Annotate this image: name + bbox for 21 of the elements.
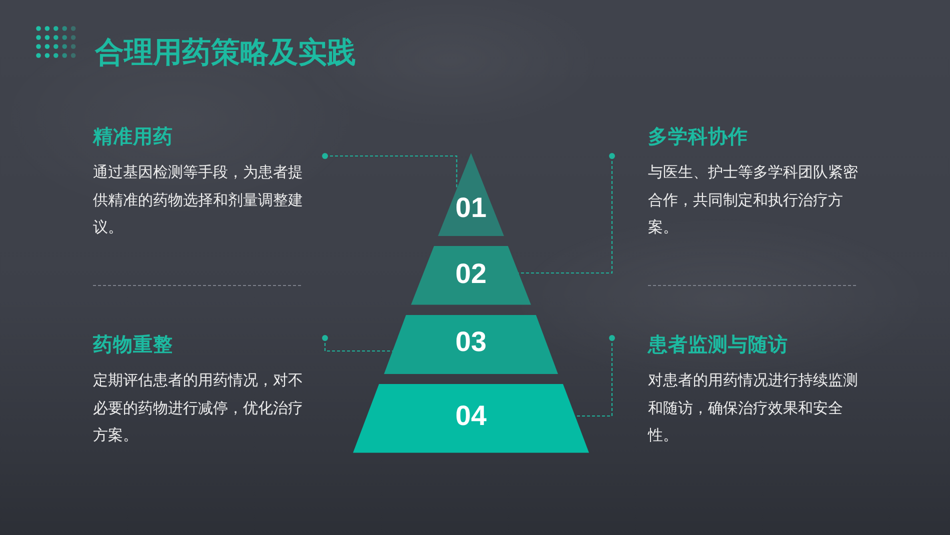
leader-line bbox=[518, 153, 615, 274]
heading: 患者监测与随访 bbox=[648, 332, 788, 358]
title: 合理用药策略及实践 bbox=[95, 34, 356, 71]
heading: 多学科协作 bbox=[648, 124, 748, 150]
pyramid-segment bbox=[438, 152, 504, 236]
segment-number: 02 bbox=[455, 257, 487, 291]
segment-number: 01 bbox=[455, 190, 487, 225]
leader-line bbox=[322, 335, 393, 352]
segment-number: 04 bbox=[455, 399, 487, 433]
heading: 药物重整 bbox=[93, 332, 173, 358]
description: 定期评估患者的用药情况，对不必要的药物进行减停，优化治疗方案。 bbox=[93, 370, 304, 446]
heading: 精准用药 bbox=[93, 124, 173, 150]
description: 通过基因检测等手段，为患者提供精准的药物选择和剂量调整建议。 bbox=[93, 162, 304, 238]
leader-line bbox=[575, 335, 615, 417]
description: 与医生、护士等多学科团队紧密合作，共同制定和执行治疗方案。 bbox=[648, 162, 859, 238]
description: 对患者的用药情况进行持续监测和随访，确保治疗效果和安全性。 bbox=[648, 370, 859, 446]
pyramid-segment bbox=[384, 315, 558, 374]
pyramid-segment bbox=[353, 384, 589, 453]
leader-line bbox=[322, 153, 458, 189]
segment-number: 03 bbox=[455, 325, 487, 359]
pyramid-segment bbox=[411, 246, 531, 305]
